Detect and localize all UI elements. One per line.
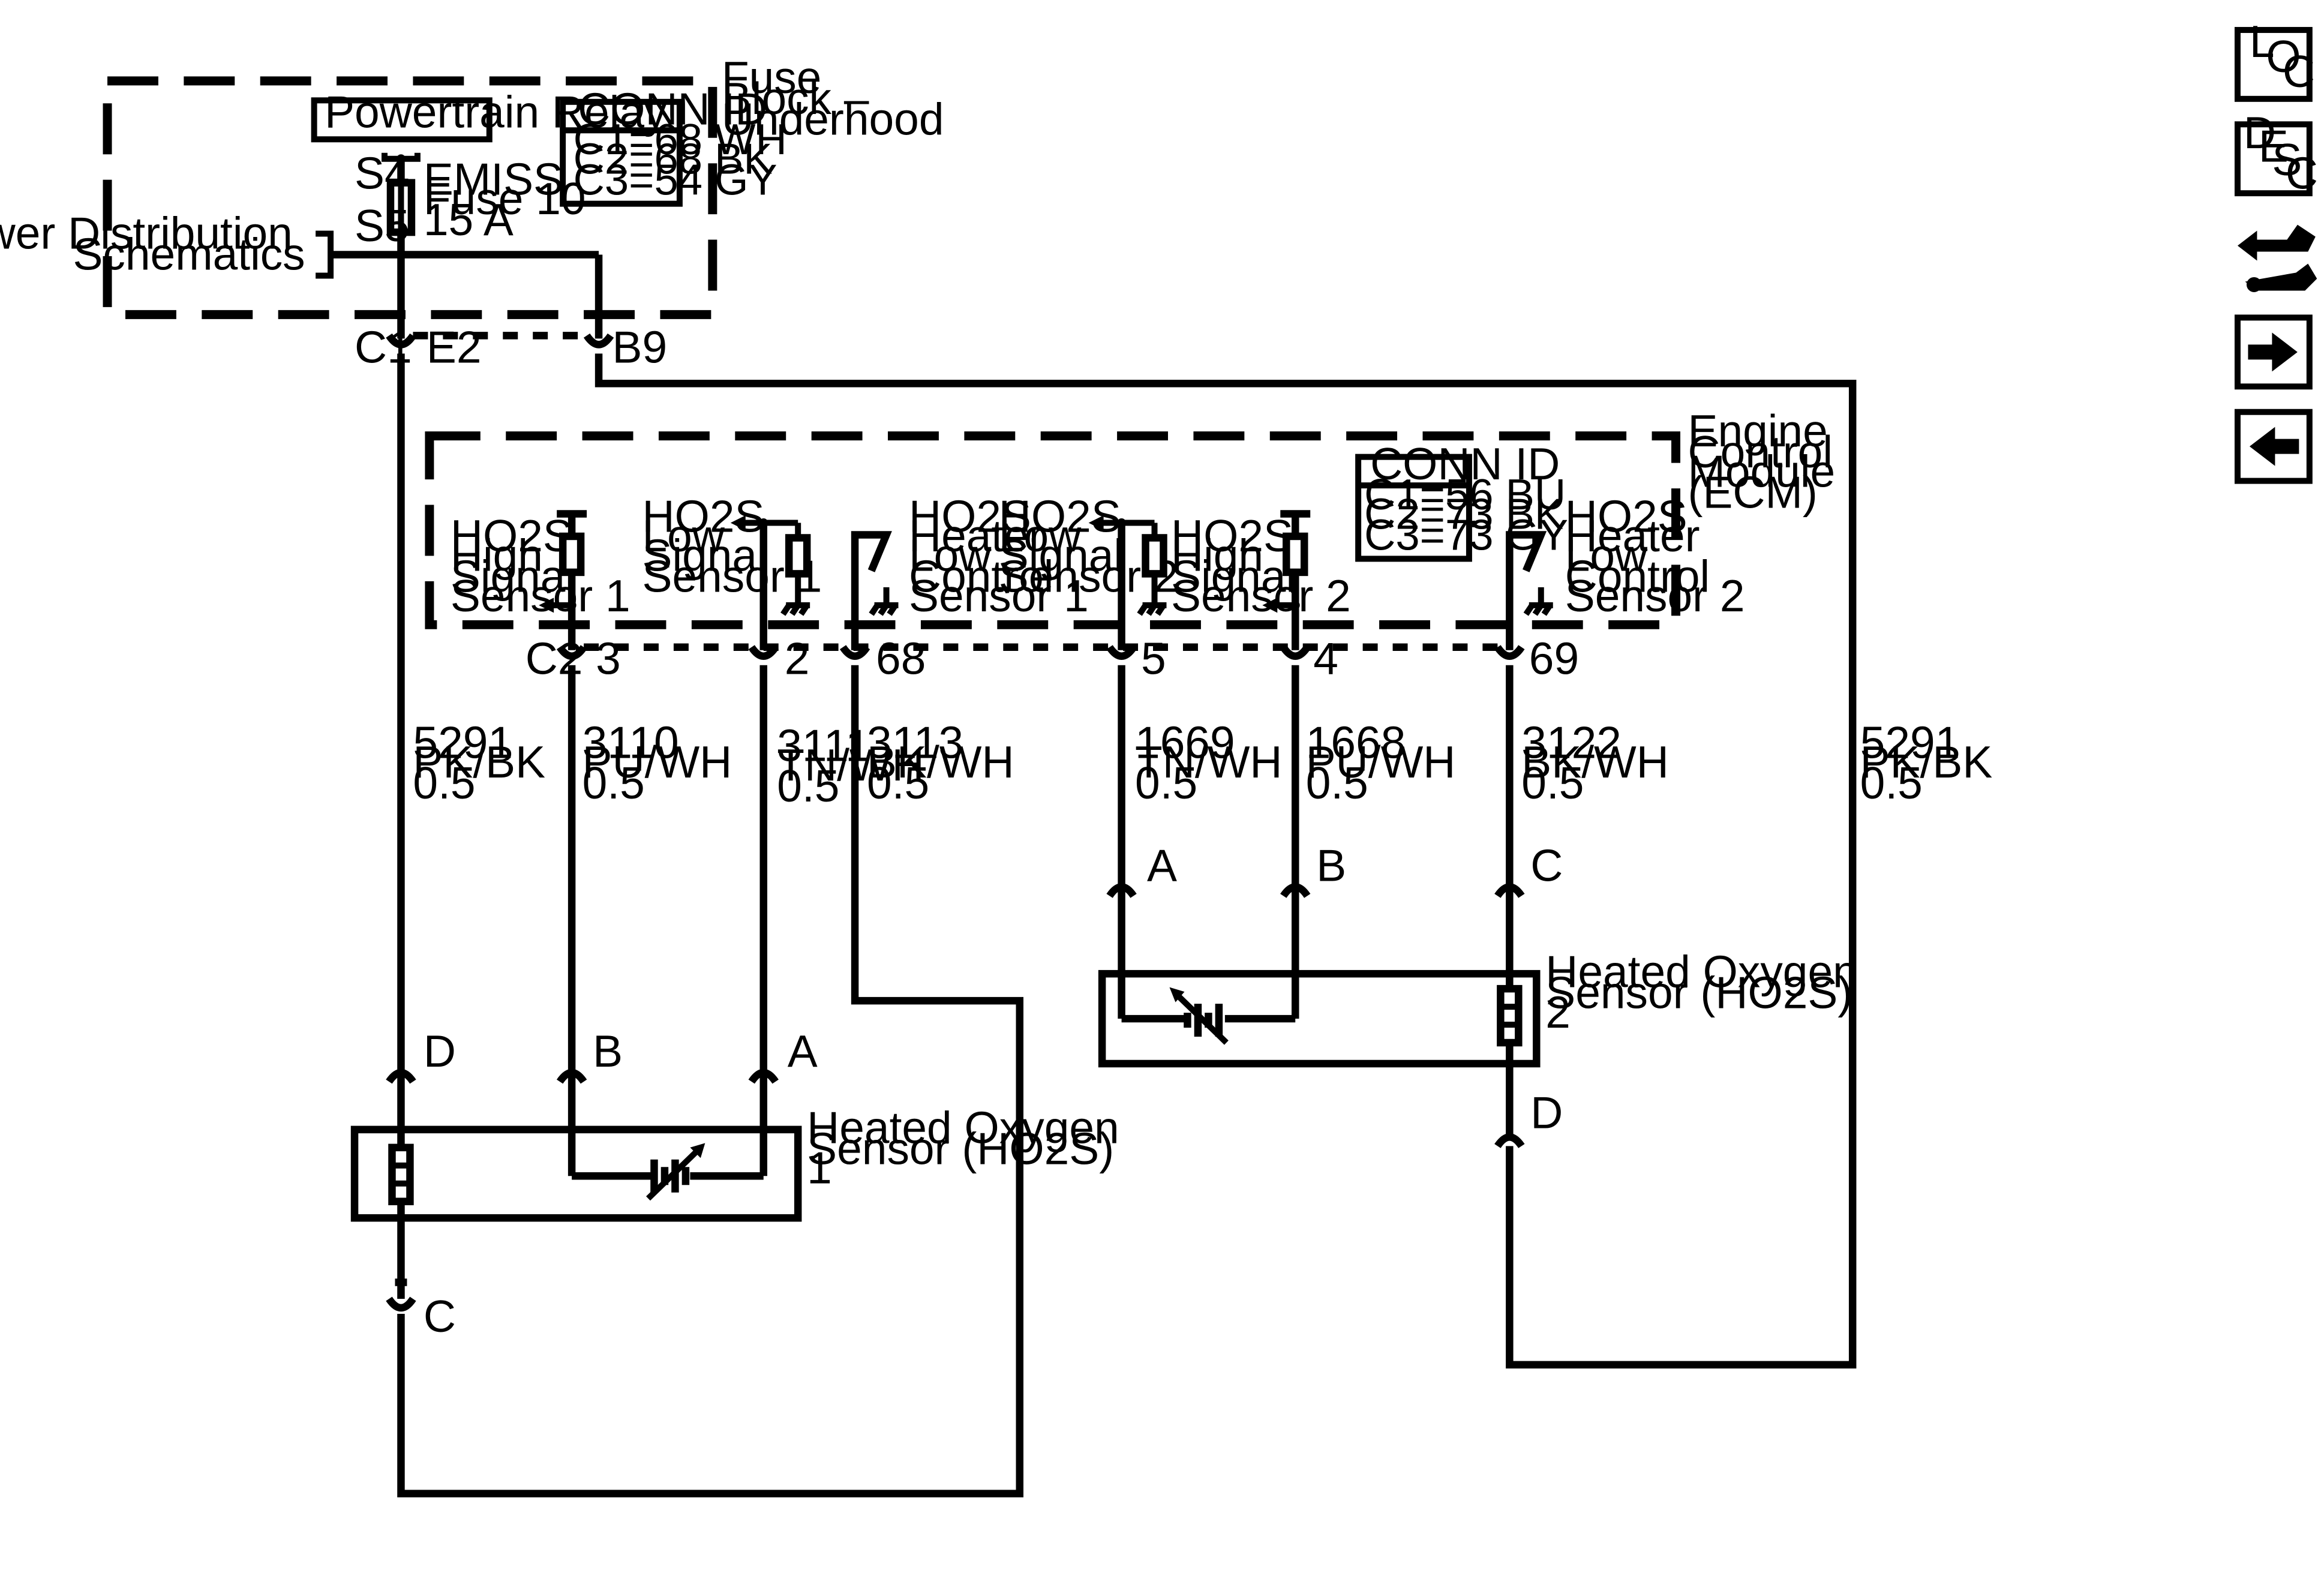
ecm-connector-c2: C2 3 2 68 5 4 69: [526, 634, 1579, 684]
fuse-conn-id-row: C1=68 WH: [574, 115, 787, 164]
previous-page-button[interactable]: [2234, 409, 2313, 484]
powertrain-relay-box: [311, 97, 493, 143]
sensor2-variable-cell: [1169, 987, 1229, 1045]
sensor2-pin-b: B: [1316, 840, 1346, 890]
connector-c1-e2: [386, 333, 416, 349]
power-distribution-ref[interactable]: Power Distribution Schematics: [0, 208, 305, 280]
fuse-conn-id-row: C3=54 GY: [574, 156, 777, 205]
wire-5291-return: [594, 353, 1857, 1369]
next-page-button[interactable]: [2234, 314, 2313, 390]
pin-e2-label: E2: [427, 322, 482, 372]
sensor1-connector-c: [386, 1296, 416, 1312]
svg-text:C: C: [2286, 148, 2318, 199]
ecm-low-signal-sensor1: HO2S Low Signal Sensor 1: [642, 491, 822, 650]
arrow-left-icon: [2249, 427, 2299, 466]
ecm-circuit-label: HO2S High Signal Sensor 2: [1171, 511, 1351, 621]
sensor1-pin-a: A: [788, 1026, 818, 1076]
ecm-high-signal-sensor2: [1262, 510, 1311, 650]
wire-label: 5291 PK/BK 0.5: [413, 718, 557, 808]
ecm-circuit-label: HO2S High Signal Sensor 1: [451, 511, 630, 621]
sensor2-connector-d: [1494, 1133, 1525, 1149]
ecm-circuit-label: HO2S Low Signal Sensor 2: [999, 491, 1179, 601]
emiss-fuse-label: EMISS Fuse 10 15 A: [424, 154, 598, 245]
arrow-right-icon: [2248, 332, 2298, 372]
ecm-conn-id-row: C2=73 BK: [1364, 490, 1563, 538]
wire-3113: [397, 665, 1024, 1497]
connector-b9: [583, 333, 614, 349]
ecm-pin-label: 68: [876, 634, 926, 684]
location-button[interactable]: L O C: [2234, 16, 2315, 102]
wire-label: 5291 PK/BK 0.5: [1860, 718, 2005, 808]
ecm-circuit-label: HO2S Heater Low Control Sensor 2: [1565, 491, 1745, 620]
ecm-high-signal-sensor1: HO2S High Signal Sensor 1: [451, 510, 630, 650]
ecm-heater-control-sensor1: HO2S Heater Low Control Sensor 1: [851, 491, 1089, 650]
ecm-pin-label: 5: [1141, 634, 1166, 684]
nav-buttons: L O C D E S C: [2234, 16, 2318, 484]
sensor2-housing: [1098, 969, 1541, 1068]
connector-view-icon[interactable]: [2237, 224, 2317, 292]
sensor1-variable-cell: [646, 1143, 705, 1201]
ecm-conn-id-row: C1=56 BU: [1364, 470, 1566, 519]
fuse-block-label: Fuse Block – Underhood: [722, 52, 944, 145]
svg-text:L: L: [2250, 16, 2275, 67]
svg-text:D: D: [2244, 107, 2276, 158]
ecm-pin-label: 2: [785, 634, 810, 684]
ecm-circuit-label: HO2S Heater Low Control Sensor 1: [909, 491, 1089, 620]
wire-label: 1668 PU/WH 0.5: [1306, 718, 1468, 808]
ecm-pin-label: 4: [1313, 634, 1338, 684]
svg-text:C: C: [2283, 46, 2315, 97]
wire-label: 3122 BK/WH 0.5: [1521, 718, 1681, 808]
sensor1-label: Heated Oxygen Sensor (HO2S) 1: [807, 1102, 1131, 1193]
splice-s4: S4: [355, 148, 410, 199]
sensor1-heater-element: [388, 1143, 414, 1205]
sensor2-pin-c: C: [1530, 840, 1563, 890]
ecm-conn-id-table: CONN ID C1=56 BU C2=73 BK C3=73 GY: [1355, 439, 1568, 562]
wire-label: 3111 TN/WH 0.5: [777, 721, 936, 811]
ecm-heater-control-sensor2: HO2S Heater Low Control Sensor 2: [1506, 491, 1745, 650]
fuse-block-boundary: [103, 76, 717, 319]
wire-label: 1669 TN/WH 0.5: [1135, 718, 1295, 808]
ecm-conn-id-title: CONN ID: [1370, 439, 1560, 489]
ecm: Engine Control Module (ECM) CONN ID C1=5…: [425, 406, 1848, 684]
sensor2-heater-element: [1497, 984, 1523, 1047]
sensor2-label: Heated Oxygen Sensor (HO2S) 2: [1545, 947, 1870, 1037]
sensor1-pin-c: C: [424, 1291, 456, 1341]
fuse-block: Fuse Block – Underhood Powertrain Relay …: [0, 52, 944, 372]
svg-text:O: O: [2266, 31, 2301, 82]
ecm-pin-label: 3: [596, 634, 621, 684]
sensor1-housing: [350, 1125, 802, 1222]
heated-oxygen-sensor-1: D B A Heated Oxygen Sensor (HO2S) 1 C: [350, 1026, 1131, 1341]
pin-b9-label: B9: [612, 322, 668, 372]
svg-text:S: S: [2272, 134, 2302, 185]
heated-oxygen-sensor-2: A B C Heated Oxygen Sensor (HO2S) 2 D: [1098, 840, 1870, 1149]
description-button[interactable]: D E S C: [2234, 107, 2318, 199]
wire-label: 3110 PU/WH 0.5: [582, 718, 744, 808]
svg-text:E: E: [2259, 121, 2289, 172]
fuse-conn-id-title: CONN ID: [578, 83, 767, 134]
fuse-conn-id-row: C2=68 BK: [574, 135, 773, 184]
wire-label: 3113 BK/WH 0.5: [867, 718, 1026, 808]
fuse-conn-id-table: CONN ID C1=68 WH C2=68 BK C3=54 GY: [560, 83, 787, 207]
splice-s5: S5: [355, 200, 410, 251]
sensor2-pin-d: D: [1530, 1087, 1563, 1137]
ecm-pin-label: 69: [1529, 634, 1579, 684]
ecm-low-signal-sensor2: HO2S Low Signal Sensor 2 HO2S High Signa…: [999, 491, 1351, 650]
ecm-label: Engine Control Module (ECM): [1688, 406, 1848, 517]
sensor2-pin-a: A: [1147, 840, 1177, 890]
wires: 5291 PK/BK 0.5 3110 PU/WH 0.5 3111 TN/WH…: [397, 353, 2005, 1497]
sensor1-pin-b: B: [593, 1026, 623, 1076]
sensor1-pin-d: D: [424, 1026, 456, 1076]
ecm-boundary: [425, 431, 1681, 629]
